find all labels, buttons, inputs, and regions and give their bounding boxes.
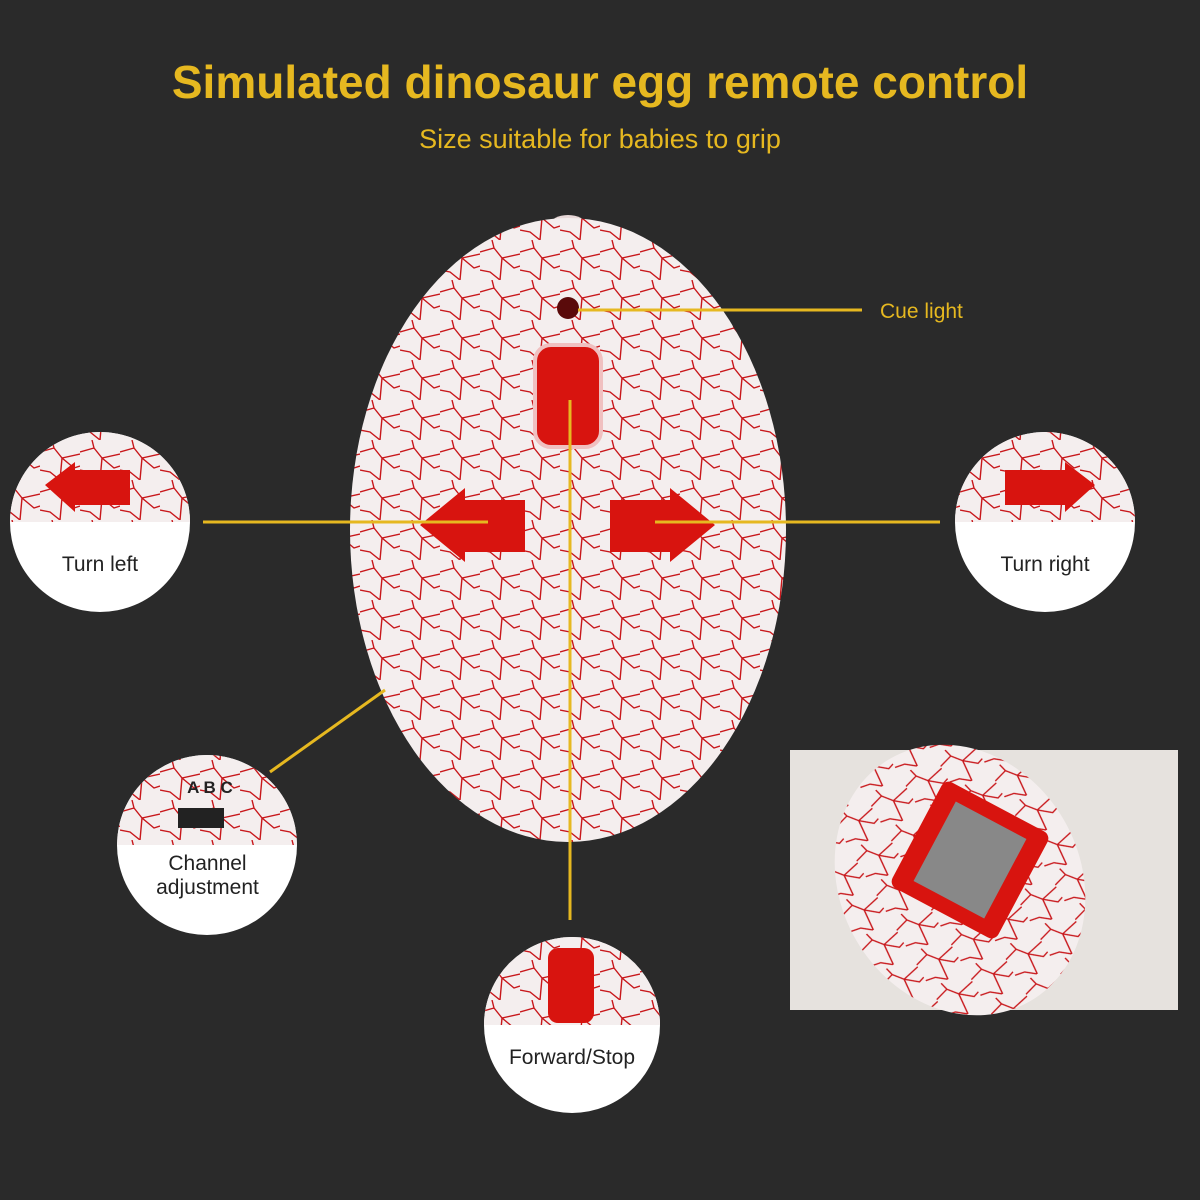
cue-light-label: Cue light — [880, 300, 963, 323]
left-button — [420, 488, 525, 562]
battery-compartment-photo — [790, 744, 1178, 1016]
right-button — [610, 488, 715, 562]
forward-stop-label: Forward/Stop — [508, 1046, 636, 1069]
egg-remote — [350, 215, 786, 842]
detail-circles — [10, 432, 1135, 1113]
turn-left-label: Turn left — [61, 553, 139, 576]
turn-right-label: Turn right — [1000, 553, 1090, 576]
page-subtitle: Size suitable for babies to grip — [419, 124, 781, 154]
forward-button — [533, 343, 603, 449]
channel-letters: A B C — [187, 778, 233, 797]
callout-lines — [203, 308, 940, 920]
channel-adjustment-label: Channel adjustment — [156, 852, 259, 899]
page-title: Simulated dinosaur egg remote control — [171, 56, 1029, 108]
cue-light-icon — [557, 297, 579, 319]
